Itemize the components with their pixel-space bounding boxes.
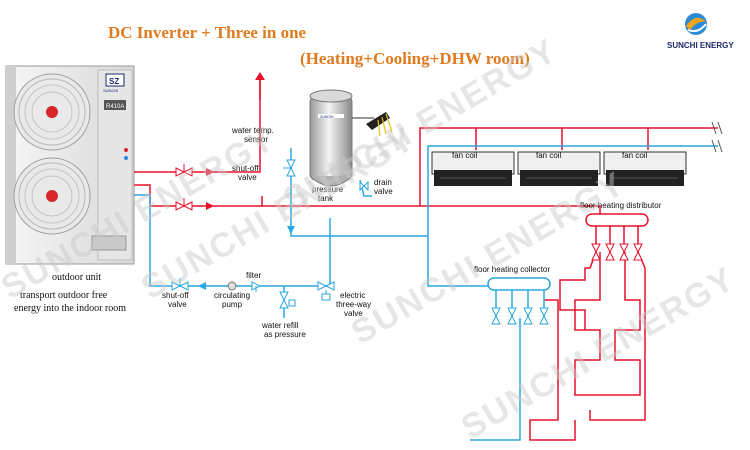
outdoor-unit-label: outdoor unit <box>52 272 101 283</box>
fan-bottom-icon <box>13 157 91 235</box>
water-temp-label-2: sensor <box>244 135 268 144</box>
sunchi-logo-icon <box>685 13 707 35</box>
title-line-2: (Heating+Cooling+DHW room) <box>300 49 530 68</box>
fan-coil-label-1: fan coil <box>452 151 478 160</box>
shut-off-valve-red-2-icon <box>175 198 193 211</box>
blue-arrow-icon <box>198 226 295 290</box>
drain-label-2: valve <box>374 187 393 196</box>
title-line-1: DC Inverter + Three in one <box>108 23 307 42</box>
outdoor-desc-line-2: energy into the indoor room <box>14 303 126 314</box>
fan-coil-label-3: fan coil <box>622 151 648 160</box>
floor-heating-collector <box>487 277 551 325</box>
pressure-tank-label-2: tank <box>318 194 334 203</box>
distributor-valve-icon <box>591 243 643 261</box>
collector-valve-icon <box>491 307 549 325</box>
drain-valve-icon <box>359 180 369 192</box>
three-way-label-1: electric <box>340 291 365 300</box>
red-arrow-icon <box>206 168 214 210</box>
drain-label-1: drain <box>374 178 392 187</box>
filter-label: filter <box>246 271 261 280</box>
floor-heating-distributor <box>585 213 649 261</box>
shutoff-top-label-2: valve <box>238 173 257 182</box>
shut-off-valve-top-icon <box>283 159 296 177</box>
water-temp-sensor-icon <box>255 72 265 100</box>
floor-distributor-label: floor heating distributor <box>580 201 662 210</box>
fan-coil-unit-1 <box>431 151 515 186</box>
svg-text:SZ: SZ <box>109 77 119 86</box>
pressure-tank-label-1: pressure <box>312 185 344 194</box>
three-way-label-3: valve <box>344 309 363 318</box>
svg-text:SUNCHI: SUNCHI <box>320 115 333 119</box>
water-temp-label-1: water temp. <box>231 126 274 135</box>
shut-off-valve-bottom-icon <box>171 278 189 291</box>
shutoff-bottom-label-2: valve <box>168 300 187 309</box>
fan-coil-unit-3 <box>603 151 687 186</box>
fan-coil-label-2: fan coil <box>536 151 562 160</box>
floor-collector-label: floor heating collector <box>474 265 550 274</box>
three-way-label-2: three-way <box>336 300 371 309</box>
outdoor-desc-line-1: transport outdoor free <box>20 290 108 301</box>
shower-head-icon <box>366 112 393 137</box>
fan-coil-unit-2 <box>517 151 601 186</box>
refrigerant-label: R410A <box>106 104 124 110</box>
circ-pump-label-1: circulating <box>214 291 250 300</box>
shutoff-top-label-1: shut-off <box>232 164 259 173</box>
filter-icon <box>251 281 262 292</box>
water-refill-label-2: as pressure <box>264 330 306 339</box>
circulating-pump-icon <box>227 281 237 291</box>
three-way-valve-icon <box>317 281 335 301</box>
water-refill-valve-icon <box>279 291 296 318</box>
pressure-tank: SUNCHI <box>309 89 374 187</box>
brand-name: SUNCHI ENERGY <box>667 41 734 50</box>
fan-top-icon <box>13 73 91 151</box>
circ-pump-label-2: pump <box>222 300 243 309</box>
shut-off-valve-red-icon <box>175 164 193 177</box>
shutoff-bottom-label-1: shut-off <box>162 291 189 300</box>
outdoor-unit: SZ SUNCHI R410A <box>5 65 135 265</box>
unit-brand-label: SUNCHI <box>103 88 118 93</box>
pipe-end-icon <box>711 121 723 153</box>
water-refill-label-1: water refill <box>261 321 299 330</box>
